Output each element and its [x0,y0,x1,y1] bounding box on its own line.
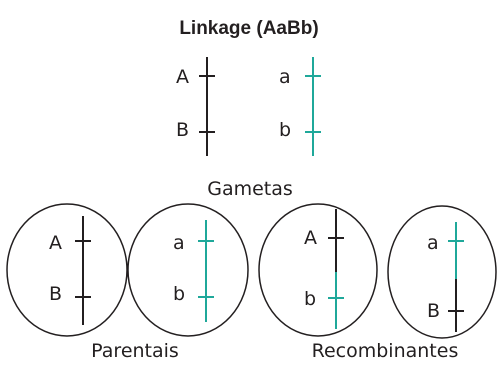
gametes-label: Gametas [207,178,293,200]
allele-label: B [427,300,441,322]
gamete-cell [258,203,378,337]
allele-label: a [427,232,439,254]
allele-label: B [49,283,63,305]
allele-label: A [49,232,62,254]
gamete-cell [6,203,128,337]
diagram-title: Linkage (AaBb) [179,18,319,39]
gamete-cell [387,205,497,339]
allele-label: A [176,66,189,88]
allele-label: a [279,66,291,88]
allele-label: b [304,288,317,310]
allele-label: b [279,119,292,141]
recombinant-label: Recombinantes [311,340,459,362]
allele-label: A [304,227,317,249]
allele-label: B [176,119,190,141]
gamete-cell [127,203,249,337]
allele-label: b [173,283,186,305]
parental-label: Parentais [91,340,179,362]
allele-label: a [173,232,185,254]
